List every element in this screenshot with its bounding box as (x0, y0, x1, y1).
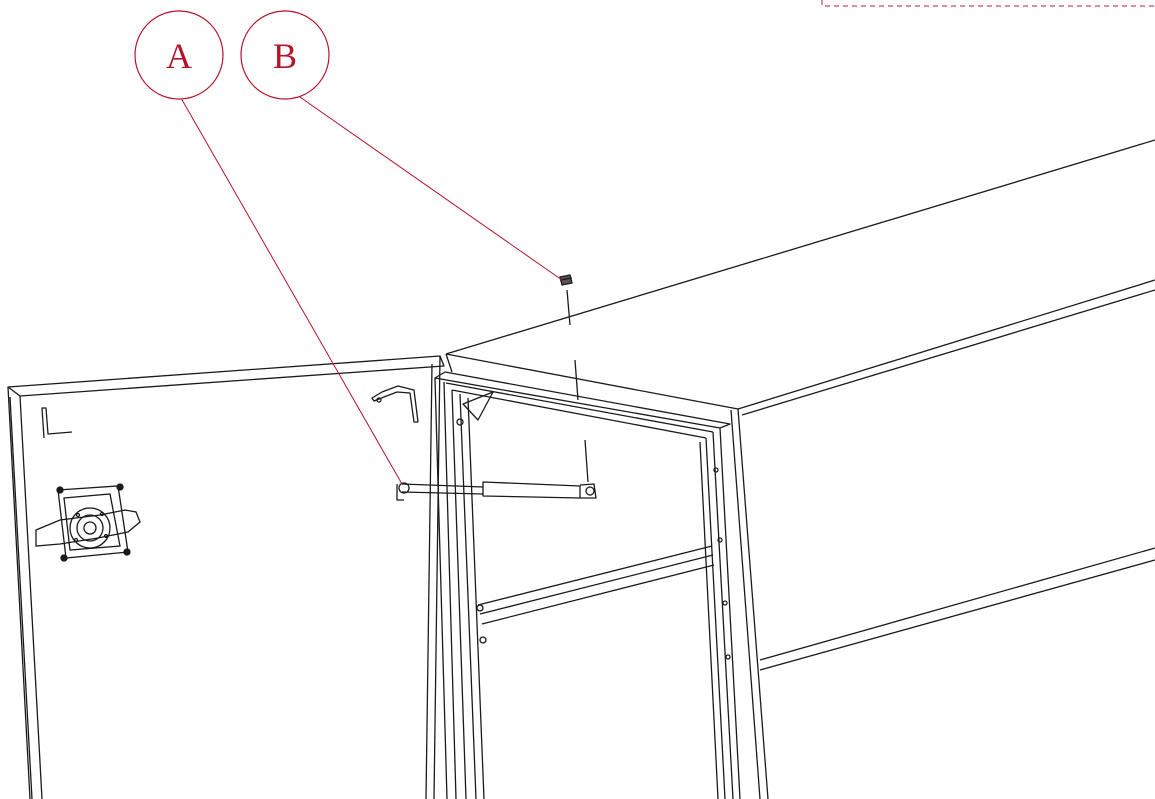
callout-a-label: A (166, 36, 192, 76)
leader-b (296, 94, 563, 281)
callout-b: B (240, 10, 330, 100)
fastener-nut (559, 274, 573, 286)
callout-leaders (180, 94, 563, 485)
callout-b-label: B (273, 36, 297, 76)
door-frame (434, 371, 741, 799)
gas-strut (396, 481, 597, 501)
lock-assembly (35, 483, 141, 562)
cabinet-body (445, 139, 1155, 799)
dashed-frame-corner (821, 0, 1155, 7)
leader-a (180, 97, 403, 485)
callout-a: A (134, 10, 224, 100)
door-panel (7, 355, 445, 799)
assembly-axis-lines (566, 289, 589, 483)
